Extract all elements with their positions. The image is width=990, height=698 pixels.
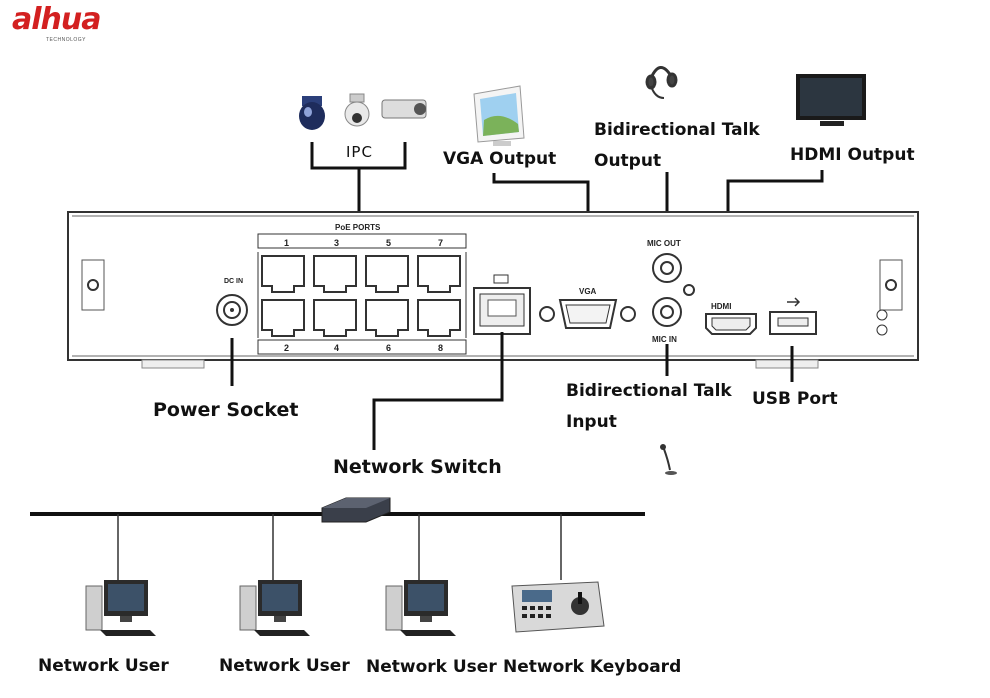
hdmi-output-label: HDMI Output <box>790 145 915 165</box>
network-user-pc-icon-2 <box>240 580 310 636</box>
poe-num-1: 1 <box>284 238 289 248</box>
vga-monitor-icon <box>474 86 524 146</box>
hdmi-label: HDMI <box>711 302 731 311</box>
talk-input-label-line1: Bidirectional Talk <box>566 381 732 401</box>
poe-num-2: 2 <box>284 343 289 353</box>
power-socket-label: Power Socket <box>153 399 299 421</box>
network-switch-label: Network Switch <box>333 456 502 478</box>
usb-port-label: USB Port <box>752 389 838 409</box>
poe-num-6: 6 <box>386 343 391 353</box>
vga-output-label: VGA Output <box>443 149 556 169</box>
network-switch-icon <box>322 498 390 522</box>
dc-in-label: DC IN <box>224 278 243 285</box>
headset-icon <box>647 67 676 98</box>
poe-num-7: 7 <box>438 238 443 248</box>
microphone-icon <box>660 444 677 475</box>
network-user-label-3: Network User <box>366 657 497 677</box>
ipc-cameras-icon <box>299 94 426 130</box>
mic-in-label: MIC IN <box>652 335 677 344</box>
mic-out-label: MIC OUT <box>647 239 681 248</box>
poe-num-3: 3 <box>334 238 339 248</box>
hdmi-tv-icon <box>796 74 866 126</box>
network-user-pc-icon-3 <box>386 580 456 636</box>
network-bus <box>30 514 645 586</box>
poe-ports-title: PoE PORTS <box>335 223 381 232</box>
talk-output-label-line2: Output <box>594 151 661 171</box>
network-user-pc-icon-1 <box>86 580 156 636</box>
talk-output-label-line1: Bidirectional Talk <box>594 120 760 140</box>
poe-num-8: 8 <box>438 343 443 353</box>
network-user-label-1: Network User <box>38 656 169 676</box>
network-user-label-2: Network User <box>219 656 350 676</box>
talk-input-label-line2: Input <box>566 412 617 432</box>
vga-label: VGA <box>579 287 597 296</box>
poe-num-5: 5 <box>386 238 391 248</box>
network-keyboard-label: Network Keyboard <box>503 657 681 677</box>
ipc-label: IPC <box>346 143 373 161</box>
poe-num-4: 4 <box>334 343 339 353</box>
network-keyboard-icon <box>512 582 604 632</box>
